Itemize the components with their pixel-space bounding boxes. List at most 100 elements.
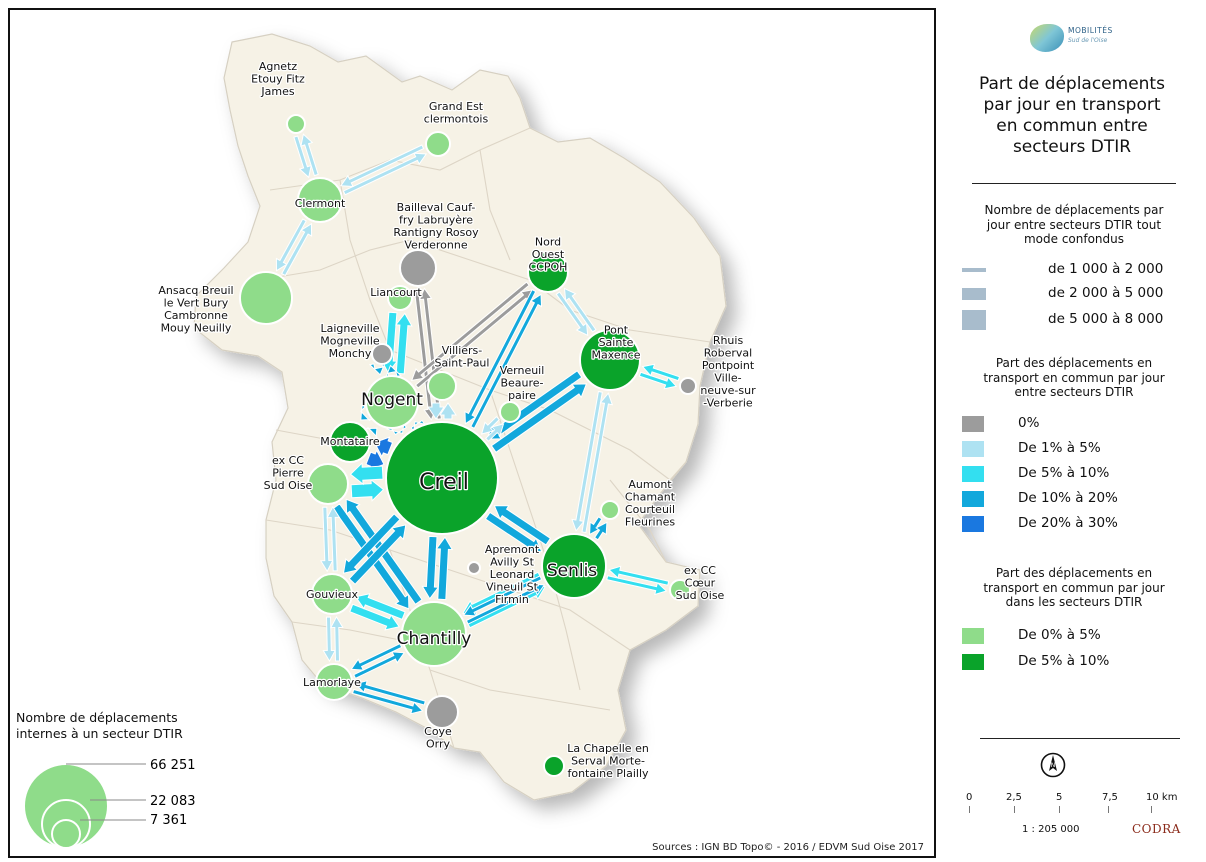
sector-circle [307, 463, 349, 505]
sector-label: Gouvieux [306, 588, 359, 601]
flow-class-label: de 2 000 à 5 000 [1048, 285, 1164, 301]
legend-panel: MOBILITÉS Sud de l'Oise Part de déplacem… [942, 0, 1206, 862]
flow-arrow [470, 293, 543, 429]
tc-class-swatch [962, 466, 984, 482]
flow-arrow [490, 383, 588, 453]
map-title-line: Part de déplacements [979, 74, 1165, 94]
tc-class-row: De 5% à 10% [962, 464, 1192, 484]
flow-arrow [608, 565, 670, 586]
flow-arrow [641, 363, 681, 382]
sector-label: Liancourt [370, 286, 422, 299]
flow-arrow [464, 289, 537, 425]
flow-arrow [462, 575, 543, 617]
flow-arrow [394, 312, 413, 375]
size-legend: Nombre de déplacements internes à un sec… [16, 710, 256, 850]
scale-tick [1014, 806, 1015, 813]
flow-arrow [300, 133, 319, 177]
tc-class-label: De 10% à 20% [1018, 490, 1118, 506]
tc-class-swatch [962, 491, 984, 507]
flow-arrow [359, 402, 378, 422]
size-circle-small [51, 819, 81, 849]
flow-arrow [342, 152, 428, 196]
sector-circle [425, 131, 451, 157]
flow-arrow [349, 462, 384, 486]
flow-arrow [563, 287, 597, 333]
scale-bar: 0 2,5 5 7,5 10 km 1 : 205 000 CODRA [962, 792, 1192, 842]
map-title-line: par jour en transport [983, 95, 1161, 115]
sector-label: Nogent [361, 390, 423, 410]
internal-class-label: De 0% à 5% [1018, 627, 1101, 643]
map-title: Part de déplacements par jour en transpo… [952, 74, 1192, 158]
flow-arrow [275, 218, 307, 272]
tc-class-row: De 1% à 5% [962, 439, 1192, 459]
flow-legend-title-line: jour entre secteurs DTIR tout [986, 217, 1162, 232]
flow-arrow [322, 616, 337, 663]
scale-tick [1059, 806, 1060, 813]
flow-arrow [329, 615, 344, 662]
flow-width-swatch [962, 310, 986, 330]
size-legend-title-line: Nombre de déplacements [16, 710, 178, 725]
sources-credit: Sources : IGN BD Topo© - 2016 / EDVM Sud… [652, 842, 924, 853]
sector-label: Villiers-Saint-Paul [435, 344, 490, 370]
territory-shape [193, 33, 727, 801]
sector-circle [329, 421, 371, 463]
map-title-line: en commun entre [996, 116, 1148, 136]
size-value: 7 361 [150, 813, 187, 828]
tc-class-label: 0% [1018, 415, 1040, 431]
flow-arrows [275, 133, 681, 715]
flow-arrow [435, 536, 454, 601]
tc-legend-title-line: transport en commun par jour [983, 370, 1165, 385]
flow-class-label: de 1 000 à 2 000 [1048, 261, 1164, 277]
flow-arrow [368, 360, 387, 376]
tc-class-swatch [962, 441, 984, 457]
sector-circle [669, 579, 691, 601]
flow-arrow [293, 135, 312, 179]
scale-tick [969, 806, 970, 813]
flow-arrow [326, 505, 341, 572]
flow-width-swatch [962, 268, 986, 272]
flow-width-swatch [962, 288, 986, 300]
flow-arrow [350, 643, 403, 671]
internal-class-label: De 5% à 10% [1018, 653, 1110, 669]
scale-tick-label: 5 [1056, 792, 1063, 803]
divider [980, 738, 1180, 739]
codra-logo: CODRA [1132, 822, 1181, 836]
flow-arrow [350, 478, 385, 502]
tc-class-label: De 5% à 10% [1018, 465, 1110, 481]
flow-arrow [373, 436, 394, 458]
scale-tick [1151, 806, 1152, 813]
tc-legend-title-line: Part des déplacements en [995, 356, 1153, 370]
flow-arrow [281, 222, 313, 277]
flow-class-label: de 5 000 à 8 000 [1048, 311, 1164, 327]
flow-arrow [414, 289, 534, 389]
sector-circle [467, 561, 481, 575]
size-legend-title: Nombre de déplacements internes à un sec… [16, 710, 256, 742]
sector-circle [541, 533, 607, 599]
size-value: 22 083 [150, 794, 196, 809]
scale-tick [1108, 806, 1109, 813]
internal-legend-title-line: dans les secteurs DTIR [1005, 595, 1143, 609]
tc-class-swatch [962, 416, 984, 432]
logo-text: MOBILITÉS [1068, 26, 1113, 35]
divider [972, 183, 1176, 184]
sector-circles [239, 114, 697, 777]
tc-class-row: De 20% à 30% [962, 514, 1192, 534]
flow-arrow [571, 390, 603, 532]
sector-circle [385, 421, 499, 535]
sector-circle [543, 755, 565, 777]
flow-legend-title-line: Nombre de déplacements par [984, 203, 1164, 217]
scale-tick-label: 2,5 [1006, 792, 1022, 803]
flow-arrow [484, 423, 505, 442]
flow-arrow [319, 506, 334, 573]
flow-arrow [638, 371, 678, 390]
sector-circle [579, 329, 641, 391]
north-arrow-icon: N [1040, 752, 1066, 778]
size-value: 66 251 [150, 758, 196, 773]
sector-label: Senlis [547, 561, 597, 581]
